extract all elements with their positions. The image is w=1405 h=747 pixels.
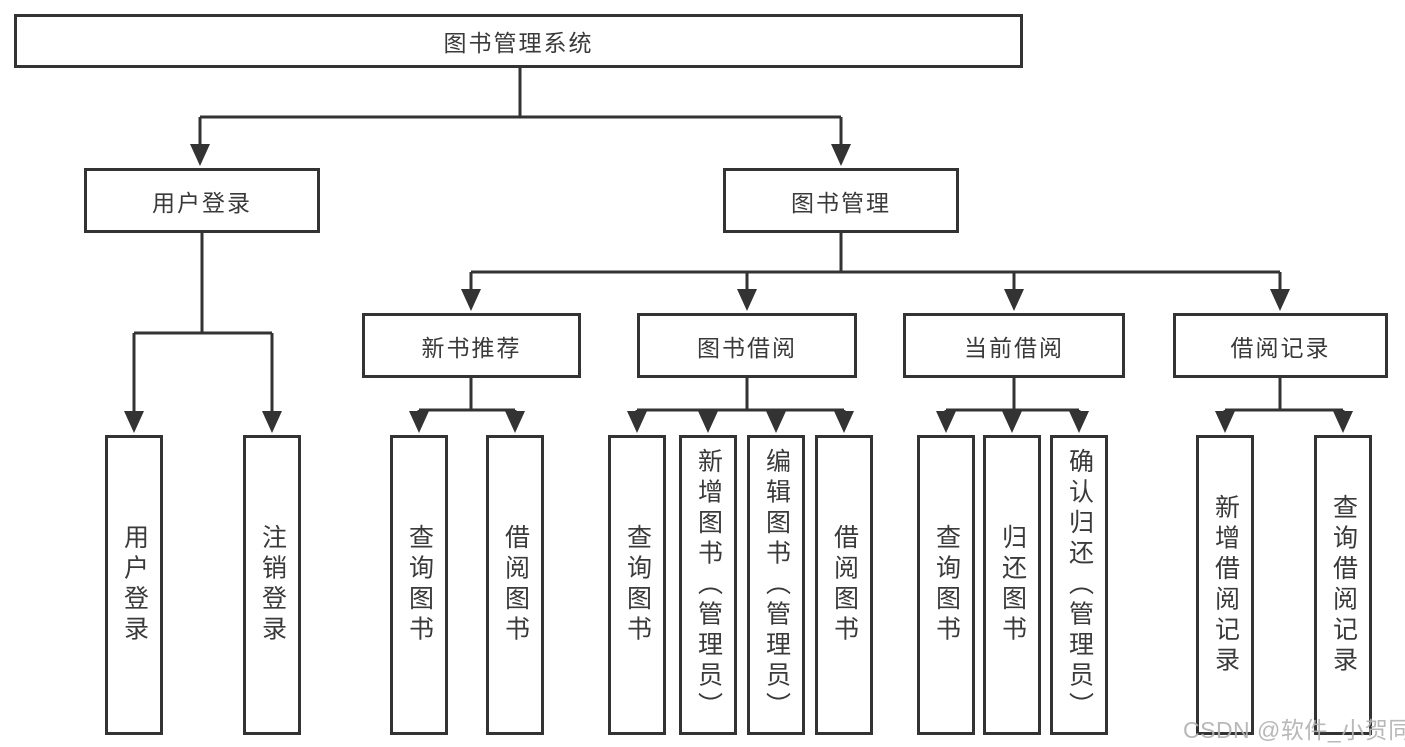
connector-borrow-record — [1225, 378, 1343, 412]
connector-book-borrow — [637, 378, 844, 412]
leaf-return-books-label: 归还图书 — [998, 524, 1027, 646]
connector-new-book — [419, 378, 515, 412]
leaf-query-books-recommend-label: 查询图书 — [405, 524, 434, 646]
connector-user-login — [134, 233, 272, 335]
node-book-management: 图书管理 — [723, 168, 959, 233]
leaf-query-books-borrow-label: 查询图书 — [623, 524, 652, 646]
leaf-add-borrow-record-label: 新增借阅记录 — [1211, 493, 1240, 677]
node-library-system-label: 图书管理系统 — [443, 30, 594, 56]
node-borrow-record: 借阅记录 — [1173, 313, 1388, 378]
arrow-heads — [124, 144, 1353, 433]
leaf-logout-login: 注销登录 — [243, 435, 301, 735]
leaf-user-login-label: 用户登录 — [120, 524, 149, 646]
node-book-borrow: 图书借阅 — [637, 313, 857, 378]
node-current-borrow-label: 当前借阅 — [964, 334, 1064, 361]
node-book-borrow-label: 图书借阅 — [697, 334, 797, 361]
leaf-query-books-current: 查询图书 — [917, 435, 975, 735]
leaf-add-borrow-record: 新增借阅记录 — [1196, 435, 1254, 735]
leaf-add-books-admin-label: 新增图书（管理员） — [694, 447, 723, 723]
csdn-watermark: CSDN @软件_小贺同学 — [1183, 717, 1405, 743]
leaf-borrow-books-recommend: 借阅图书 — [486, 435, 544, 735]
node-borrow-record-label: 借阅记录 — [1230, 334, 1331, 361]
leaf-borrow-books-label: 借阅图书 — [830, 524, 859, 646]
node-current-borrow: 当前借阅 — [903, 313, 1125, 378]
leaf-confirm-return-admin-label: 确认归还（管理员） — [1065, 447, 1094, 723]
leaf-query-borrow-record-label: 查询借阅记录 — [1329, 493, 1358, 677]
node-new-book-recommend-label: 新书推荐 — [421, 334, 522, 361]
leaf-user-login: 用户登录 — [105, 435, 163, 735]
leaf-query-borrow-record: 查询借阅记录 — [1314, 435, 1372, 735]
leaf-logout-login-label: 注销登录 — [258, 524, 287, 646]
leaf-query-books-borrow: 查询图书 — [608, 435, 666, 735]
leaf-borrow-books: 借阅图书 — [815, 435, 873, 735]
leaf-query-books-recommend: 查询图书 — [390, 435, 448, 735]
leaf-query-books-current-label: 查询图书 — [932, 524, 961, 646]
node-user-login-label: 用户登录 — [152, 189, 252, 216]
node-new-book-recommend: 新书推荐 — [362, 313, 581, 378]
node-book-management-label: 图书管理 — [791, 189, 891, 216]
node-library-system: 图书管理系统 — [14, 14, 1023, 68]
leaf-confirm-return-admin: 确认归还（管理员） — [1050, 435, 1108, 735]
connector-root — [200, 68, 841, 119]
leaf-add-books-admin: 新增图书（管理员） — [679, 435, 737, 735]
leaf-edit-books-admin: 编辑图书（管理员） — [747, 435, 805, 735]
leaf-edit-books-admin-label: 编辑图书（管理员） — [762, 447, 791, 723]
connector-current-borrow — [946, 378, 1079, 412]
leaf-borrow-books-recommend-label: 借阅图书 — [501, 524, 530, 646]
leaf-return-books: 归还图书 — [983, 435, 1041, 735]
node-user-login: 用户登录 — [84, 168, 320, 233]
connector-book-management — [471, 233, 1280, 274]
